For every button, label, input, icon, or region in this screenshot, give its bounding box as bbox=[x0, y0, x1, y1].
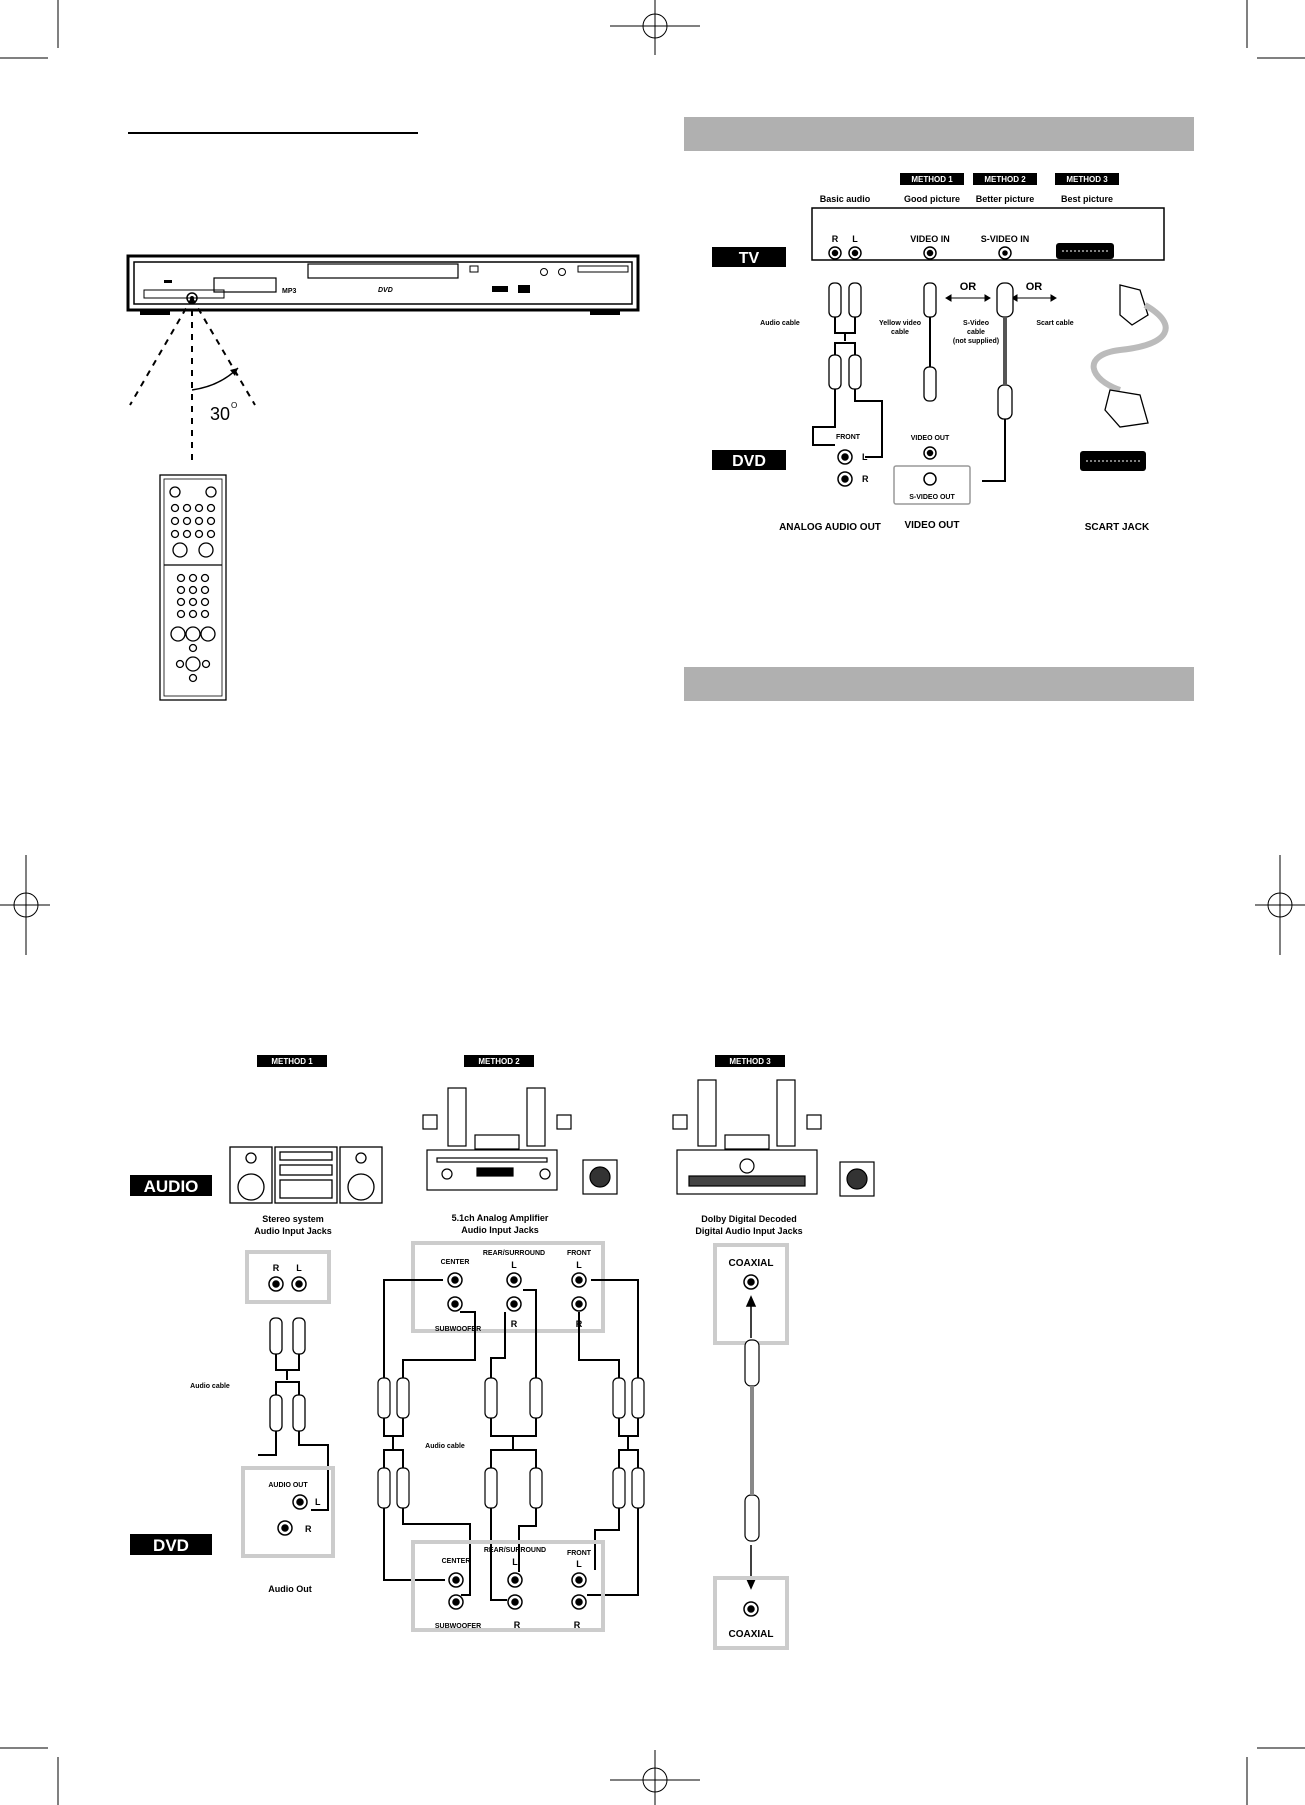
tv-method3-tag: METHOD 3 bbox=[1066, 175, 1108, 184]
m1-out-r: R bbox=[305, 1524, 312, 1534]
tv-method2-tag: METHOD 2 bbox=[984, 175, 1026, 184]
tv-scart-jack: SCART JACK bbox=[1085, 522, 1150, 533]
tv-connection-diagram: METHOD 1 METHOD 2 METHOD 3 Basic audio G… bbox=[712, 173, 1169, 533]
amp-caption-2: Audio Input Jacks bbox=[461, 1225, 539, 1235]
audio-badge bbox=[130, 1175, 212, 1196]
audio-connection-diagram: METHOD 1 METHOD 2 METHOD 3 AUDIO Stereo … bbox=[130, 1055, 875, 1650]
m1-audio-cable-label: Audio cable bbox=[190, 1383, 230, 1390]
audio-badge-label: AUDIO bbox=[144, 1177, 199, 1196]
dolby-receiver-system bbox=[672, 1079, 875, 1197]
remote-control bbox=[159, 474, 227, 701]
tv-video-in: VIDEO IN bbox=[910, 234, 950, 244]
section-header-bar-2 bbox=[684, 667, 1194, 701]
m3-coaxial-top: COAXIAL bbox=[729, 1258, 774, 1269]
tv-audio-cable-label: Audio cable bbox=[760, 320, 800, 327]
tv-basic-audio: Basic audio bbox=[820, 194, 871, 204]
m2-front-l-bottom: L bbox=[576, 1559, 582, 1569]
m1-out-l: L bbox=[315, 1497, 321, 1507]
dvd-player-front bbox=[126, 254, 640, 315]
m2-rear-r-bottom: R bbox=[514, 1620, 521, 1630]
m2-rear-top: REAR/SURROUND bbox=[483, 1250, 545, 1257]
tv-method3-caption: Best picture bbox=[1061, 194, 1113, 204]
m2-subwoofer-top: SUBWOOFER bbox=[435, 1326, 481, 1333]
tv-yellow-cable-label-1: Yellow video bbox=[879, 320, 921, 327]
tv-dvd-badge bbox=[712, 450, 786, 470]
remote-range-illustration: MP3 DVD 30 O bbox=[126, 254, 640, 701]
audio-dvd-badge-label: DVD bbox=[153, 1536, 189, 1555]
analog-amplifier-system bbox=[422, 1087, 618, 1195]
tv-badge bbox=[712, 247, 786, 267]
tv-scart-socket bbox=[1056, 243, 1114, 259]
angle-degree-mark: O bbox=[231, 401, 237, 410]
player-badge-mp3: MP3 bbox=[282, 288, 297, 295]
m2-center-top: CENTER bbox=[441, 1259, 470, 1266]
m2-front-top: FRONT bbox=[567, 1250, 592, 1257]
dolby-caption-1: Dolby Digital Decoded bbox=[701, 1214, 797, 1224]
m2-rear-bottom: REAR/SURROUND bbox=[484, 1547, 546, 1554]
m3-coaxial-bottom: COAXIAL bbox=[729, 1629, 774, 1640]
m2-rear-l-bottom: L bbox=[512, 1557, 518, 1567]
m2-rear-r-top: R bbox=[511, 1319, 518, 1329]
angle-label: 30 bbox=[210, 404, 230, 424]
m2-front-bottom: FRONT bbox=[567, 1550, 592, 1557]
m2-rear-l-top: L bbox=[511, 1260, 517, 1270]
stereo-system bbox=[229, 1146, 383, 1204]
tv-dvd-jack-r: R bbox=[862, 474, 869, 484]
tv-method1-caption: Good picture bbox=[904, 194, 960, 204]
m2-front-r-bottom: R bbox=[574, 1620, 581, 1630]
tv-or-2: OR bbox=[1026, 281, 1043, 293]
amp-caption-1: 5.1ch Analog Amplifier bbox=[452, 1213, 549, 1223]
tv-analog-audio-out: ANALOG AUDIO OUT bbox=[779, 522, 881, 533]
dolby-caption-2: Digital Audio Input Jacks bbox=[695, 1226, 802, 1236]
heading-rule bbox=[128, 132, 418, 134]
tv-method2-caption: Better picture bbox=[976, 194, 1035, 204]
stereo-caption-2: Audio Input Jacks bbox=[254, 1226, 332, 1236]
tv-video-out-caption: VIDEO OUT bbox=[904, 520, 959, 531]
m1-audio-out-label: AUDIO OUT bbox=[268, 1482, 308, 1489]
tv-scart-cable-label: Scart cable bbox=[1036, 320, 1073, 327]
m1-audio-out-caption: Audio Out bbox=[268, 1584, 312, 1594]
audio-method1-tag: METHOD 1 bbox=[271, 1057, 313, 1066]
tv-yellow-cable-label-2: cable bbox=[891, 329, 909, 336]
m1-jack-l: L bbox=[296, 1263, 302, 1273]
tv-audio-cable bbox=[828, 282, 862, 390]
tv-jack-l: L bbox=[852, 234, 858, 244]
tv-svideo-cable-label-2: cable bbox=[967, 329, 985, 336]
tv-front-label: FRONT bbox=[836, 434, 861, 441]
m1-jack-r: R bbox=[273, 1263, 280, 1273]
m2-center-bottom: CENTER bbox=[442, 1558, 471, 1565]
tv-jack-r: R bbox=[832, 234, 839, 244]
tv-or-1: OR bbox=[960, 281, 977, 293]
audio-method3-tag: METHOD 3 bbox=[729, 1057, 771, 1066]
tv-svideo-in: S-VIDEO IN bbox=[981, 234, 1030, 244]
tv-dvd-badge-label: DVD bbox=[732, 453, 766, 470]
player-badge-dvd: DVD bbox=[378, 287, 393, 294]
tv-video-out-label: VIDEO OUT bbox=[911, 435, 950, 442]
m2-front-l-top: L bbox=[576, 1260, 582, 1270]
tv-jack-panel bbox=[811, 207, 1165, 261]
audio-method2-tag: METHOD 2 bbox=[478, 1057, 520, 1066]
section-header-bar-tv bbox=[684, 117, 1194, 151]
stereo-caption-1: Stereo system bbox=[262, 1214, 324, 1224]
tv-method1-tag: METHOD 1 bbox=[911, 175, 953, 184]
tv-dvd-jack-l: L bbox=[862, 452, 868, 462]
audio-dvd-badge bbox=[130, 1534, 212, 1555]
m2-subwoofer-bottom: SUBWOOFER bbox=[435, 1623, 481, 1630]
tv-badge-label: TV bbox=[739, 250, 760, 267]
tv-svideo-cable-label-3: (not supplied) bbox=[953, 338, 999, 345]
tv-dvd-scart-socket bbox=[1080, 451, 1146, 471]
tv-svideo-cable-label-1: S-Video bbox=[963, 320, 989, 327]
tv-svideo-out-label: S-VIDEO OUT bbox=[909, 494, 955, 501]
m2-audio-cable-label: Audio cable bbox=[425, 1443, 465, 1450]
